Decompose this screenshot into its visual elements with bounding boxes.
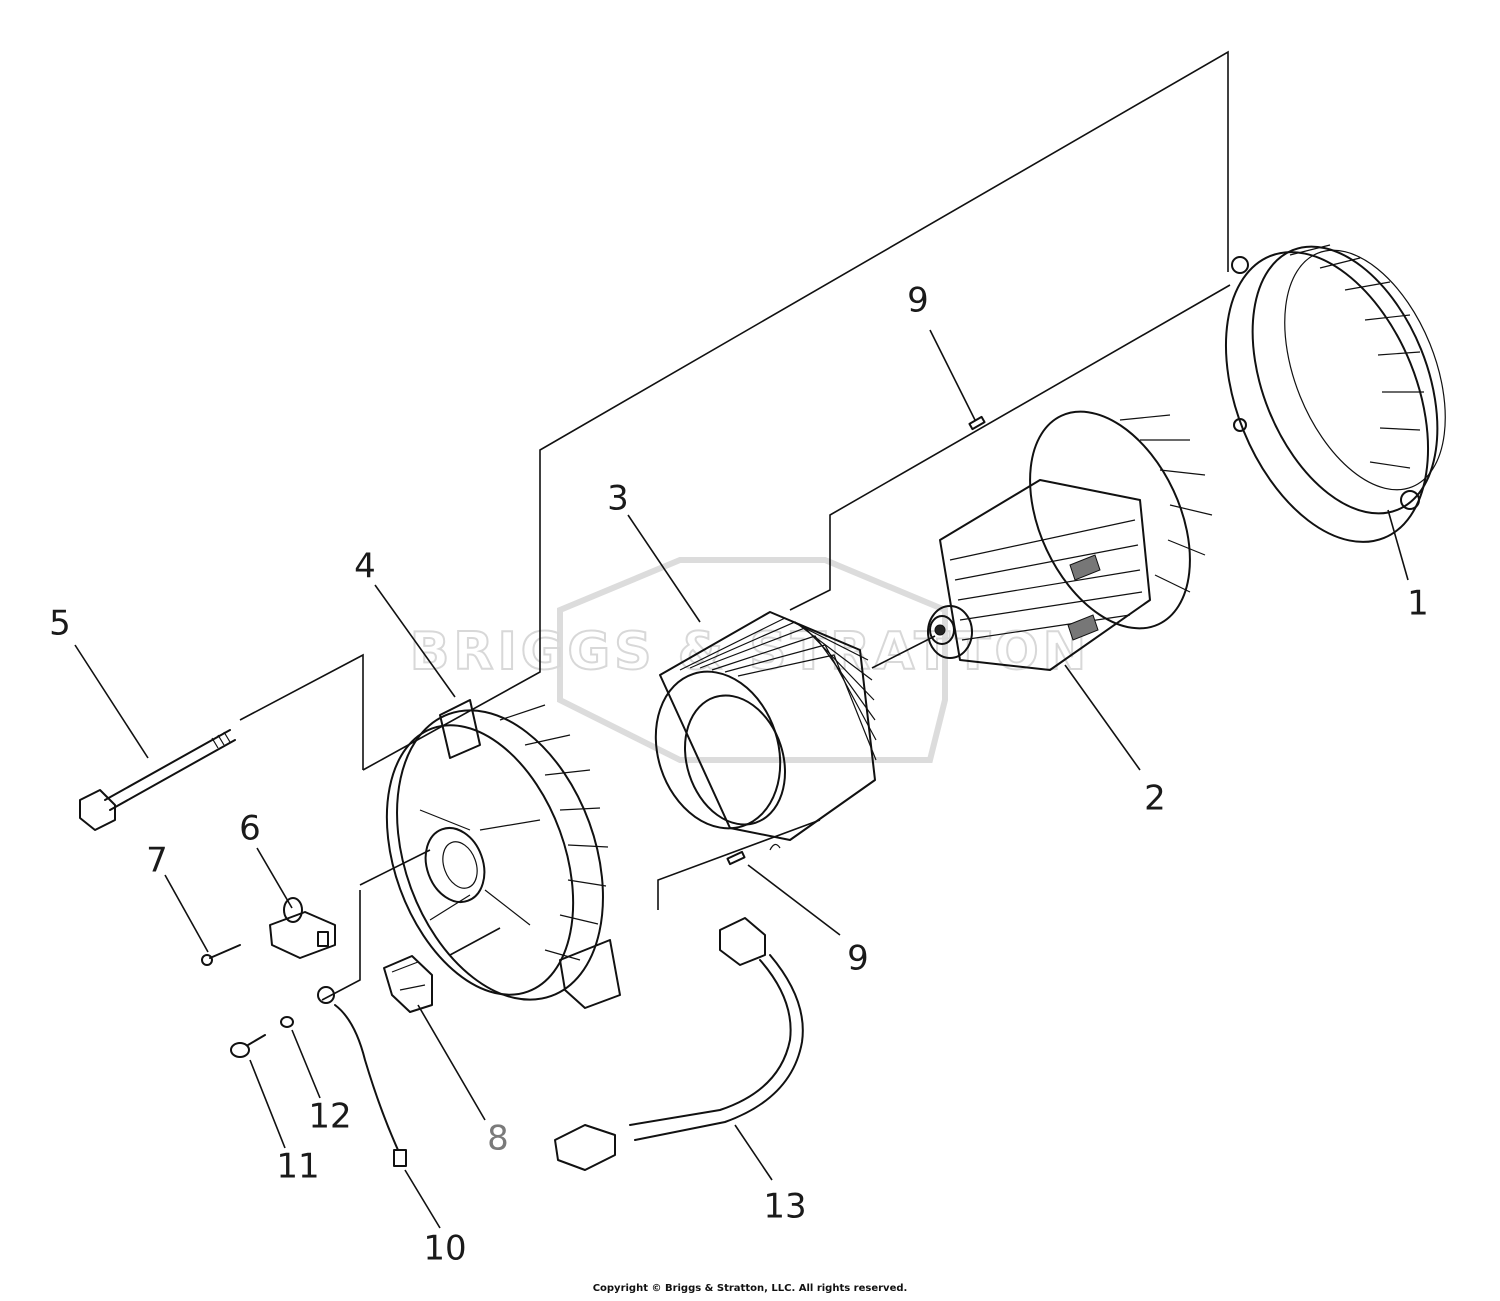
part-5-long-bolt	[79, 729, 236, 831]
part-7-screw	[201, 944, 241, 966]
callout-9-top: 9	[907, 281, 929, 321]
callout-2: 2	[1144, 779, 1166, 819]
callout-9-bottom: 9	[847, 939, 869, 979]
part-8-clip	[383, 955, 433, 1013]
callout-8: 8	[487, 1119, 509, 1159]
callout-leaders	[74, 329, 1409, 1229]
part-9-key-top	[968, 415, 986, 431]
part-6-brush-holder	[269, 897, 336, 959]
callout-7: 7	[146, 841, 168, 881]
part-13-wire-harness	[554, 917, 804, 1171]
part-9-key-bottom	[726, 843, 781, 866]
callout-3: 3	[607, 479, 629, 519]
part-2-rotor	[927, 410, 1213, 671]
callout-11: 11	[276, 1147, 319, 1187]
part-4-front-housing	[385, 699, 621, 1009]
callout-10: 10	[423, 1229, 466, 1269]
assembly-guide-lines	[239, 50, 1231, 1001]
callout-6: 6	[239, 809, 261, 849]
brand-watermark: BRIGGS & STRATTON	[409, 557, 1090, 763]
part-10-ground-wire	[317, 986, 407, 1167]
callout-labels: 1 2 3 4 5 6 7 8 9 9 10 11 12 13	[49, 281, 1429, 1269]
part-12-washer	[280, 1016, 294, 1028]
callout-13: 13	[763, 1187, 806, 1227]
watermark-text: BRIGGS & STRATTON	[410, 622, 1090, 682]
copyright-notice: Copyright © Briggs & Stratton, LLC. All …	[592, 1283, 908, 1294]
part-11-screw	[230, 1034, 266, 1058]
callout-1: 1	[1407, 584, 1429, 624]
callout-4: 4	[354, 547, 376, 587]
part-1-rear-housing	[1224, 244, 1446, 543]
callout-12: 12	[308, 1097, 351, 1137]
part-3-stator	[654, 611, 877, 841]
callout-5: 5	[49, 604, 71, 644]
